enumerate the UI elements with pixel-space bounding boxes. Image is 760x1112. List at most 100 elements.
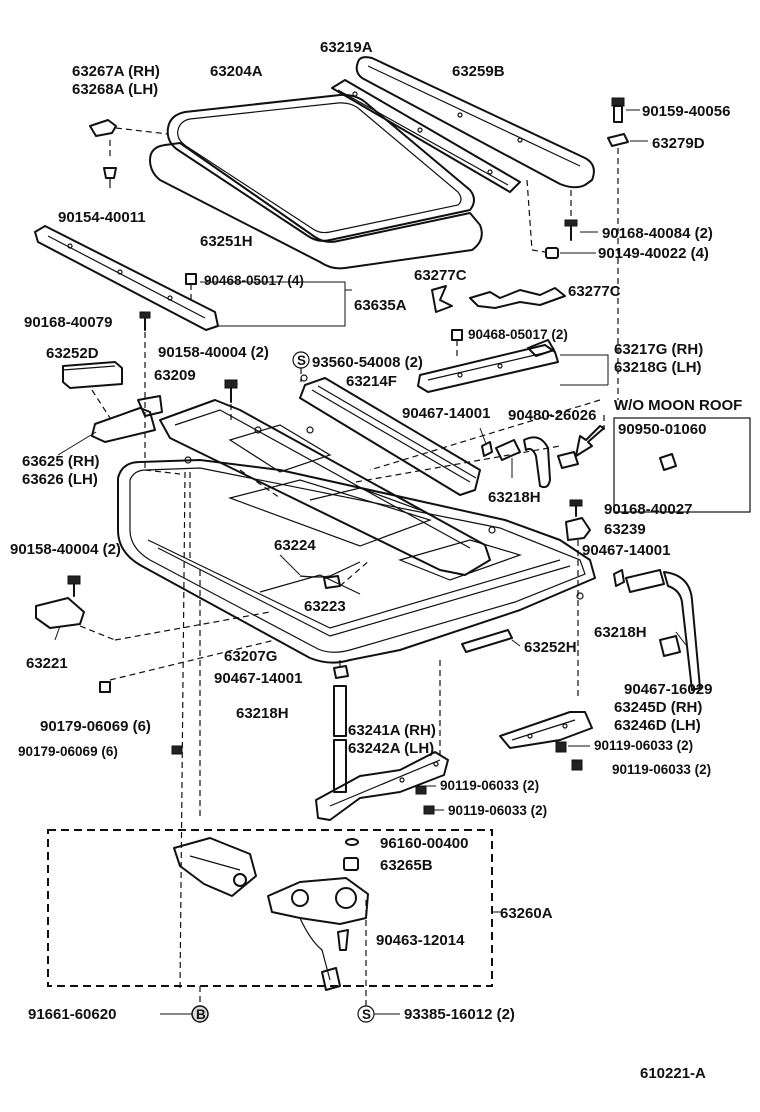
label-63267a: 63267A (RH) — [72, 63, 160, 80]
grommet-90480-26026 — [557, 425, 605, 469]
label-90149-40022: 90149-40022 (4) — [598, 245, 709, 262]
label-90158-40004-b: 90158-40004 (2) — [10, 541, 121, 558]
label-90158-40004-a: 90158-40004 (2) — [158, 344, 269, 361]
bracket-63241a — [315, 751, 449, 821]
sunshade-trim-63219a — [331, 79, 521, 193]
label-90468-05017-b: 90468-05017 (2) — [468, 327, 568, 342]
clamp-90467-14001-a — [479, 427, 493, 457]
label-63221: 63221 — [26, 655, 68, 672]
screw-90158-40004-upper — [224, 379, 238, 420]
clip-63279d — [607, 133, 648, 400]
label-63625: 63625 (RH) — [22, 453, 100, 470]
housing-frame-63209 — [159, 399, 491, 576]
label-63626: 63626 (LH) — [22, 471, 98, 488]
clamp-90467-16029 — [659, 635, 681, 657]
drive-gear-assembly — [173, 837, 257, 897]
weatherstrip — [149, 142, 483, 270]
screw-90179-06069-a — [99, 639, 276, 693]
clip-63277c-large — [469, 287, 566, 309]
clip-90468-05017-a — [185, 273, 197, 300]
screw-90119-06033-d — [423, 805, 444, 815]
label-90119-06033-b: 90119-06033 (2) — [612, 762, 711, 777]
label-63246d: 63246D (LH) — [614, 717, 701, 734]
label-90168-40079: 90168-40079 — [24, 314, 112, 331]
washer-96160-00400 — [345, 838, 359, 846]
marker-s-lower — [357, 900, 400, 1023]
clip-63277c-small — [431, 285, 453, 313]
wo-moon-roof-box — [613, 417, 751, 513]
nut-63265b — [343, 857, 359, 871]
screw-90168-40027 — [569, 499, 583, 517]
label-63277c-a: 63277C — [414, 267, 467, 284]
roof-housing-63207g — [117, 456, 596, 664]
label-63217g: 63217G (RH) — [614, 341, 703, 358]
label-91661-60620: 91661-60620 — [28, 1006, 116, 1023]
marker-s-upper-letter: S — [297, 353, 306, 368]
label-90467-14001-b: 90467-14001 — [582, 542, 670, 559]
screw-90119-06033-c — [415, 785, 436, 795]
label-63218h-b: 63218H — [594, 624, 647, 641]
screw-90158-40004-lower — [67, 575, 81, 597]
label-63265b: 63265B — [380, 857, 433, 874]
label-63224: 63224 — [274, 537, 316, 554]
label-63219a: 63219A — [320, 39, 373, 56]
label-63252d: 63252D — [46, 345, 99, 362]
label-63259b: 63259B — [452, 63, 505, 80]
label-93385-16012: 93385-16012 (2) — [404, 1006, 515, 1023]
label-63209: 63209 — [154, 367, 196, 384]
guide-63223 — [323, 559, 371, 589]
label-63268a: 63268A (LH) — [72, 81, 158, 98]
label-63635a: 63635A — [354, 297, 407, 314]
label-63218h-c: 63218H — [236, 705, 289, 722]
label-90179-06069-b: 90179-06069 (6) — [18, 744, 118, 759]
bolt-90463-12014 — [337, 929, 349, 951]
bolt-90159-40056 — [611, 97, 640, 123]
side-rail-63635a — [34, 225, 352, 331]
label-90463-12014: 90463-12014 — [376, 932, 465, 949]
bracket-63245d — [499, 711, 593, 749]
rail-63217g — [417, 329, 609, 393]
label-90119-06033-a: 90119-06033 (2) — [594, 738, 693, 753]
label-63223: 63223 — [304, 598, 346, 615]
label-wo-moon-roof: W/O MOON ROOF — [614, 397, 742, 414]
screw-90168-40084 — [564, 190, 598, 241]
label-90168-40084: 90168-40084 (2) — [602, 225, 713, 242]
screw-90179-06069-b — [171, 745, 183, 755]
label-63277c-b: 63277C — [568, 283, 621, 300]
label-96160-00400: 96160-00400 — [380, 835, 468, 852]
motor-assembly — [267, 877, 369, 991]
deflector-63252h — [461, 629, 521, 653]
marker-s-upper — [292, 351, 310, 382]
screw-90154-40011 — [103, 140, 117, 188]
label-63260a: 63260A — [500, 905, 553, 922]
label-63251h: 63251H — [200, 233, 253, 250]
drain-rail-63214f — [299, 374, 481, 496]
label-90168-40027: 90168-40027 — [604, 501, 692, 518]
diagram-id: 610221-A — [640, 1065, 706, 1082]
label-63218g: 63218G (LH) — [614, 359, 702, 376]
label-93560-54008: 93560-54008 (2) — [312, 354, 423, 371]
label-90467-14001-a: 90467-14001 — [402, 405, 490, 422]
clamp-90467-14001-c — [333, 665, 349, 679]
nut-90149-40022 — [526, 179, 596, 259]
label-63239: 63239 — [604, 521, 646, 538]
label-90480-26026: 90480-26026 — [508, 407, 596, 424]
label-63242a: 63242A (LH) — [348, 740, 434, 757]
bracket-63221 — [35, 597, 271, 641]
screw-90119-06033-b — [571, 759, 583, 771]
label-90119-06033-d: 90119-06033 (2) — [448, 803, 547, 818]
label-63245d: 63245D (RH) — [614, 699, 702, 716]
label-90159-40056: 90159-40056 — [642, 103, 730, 120]
marker-b — [160, 986, 209, 1023]
label-90119-06033-c: 90119-06033 (2) — [440, 778, 539, 793]
label-90467-16029: 90467-16029 — [624, 681, 712, 698]
sunroof-glass-panel — [166, 93, 475, 242]
screw-90168-40079 — [139, 311, 151, 470]
drain-hose-63218h-right — [613, 569, 701, 691]
label-63214f: 63214F — [346, 373, 397, 390]
bracket-63267a — [89, 119, 169, 137]
label-63218h-a: 63218H — [488, 489, 541, 506]
label-90154-40011: 90154-40011 — [58, 209, 146, 226]
